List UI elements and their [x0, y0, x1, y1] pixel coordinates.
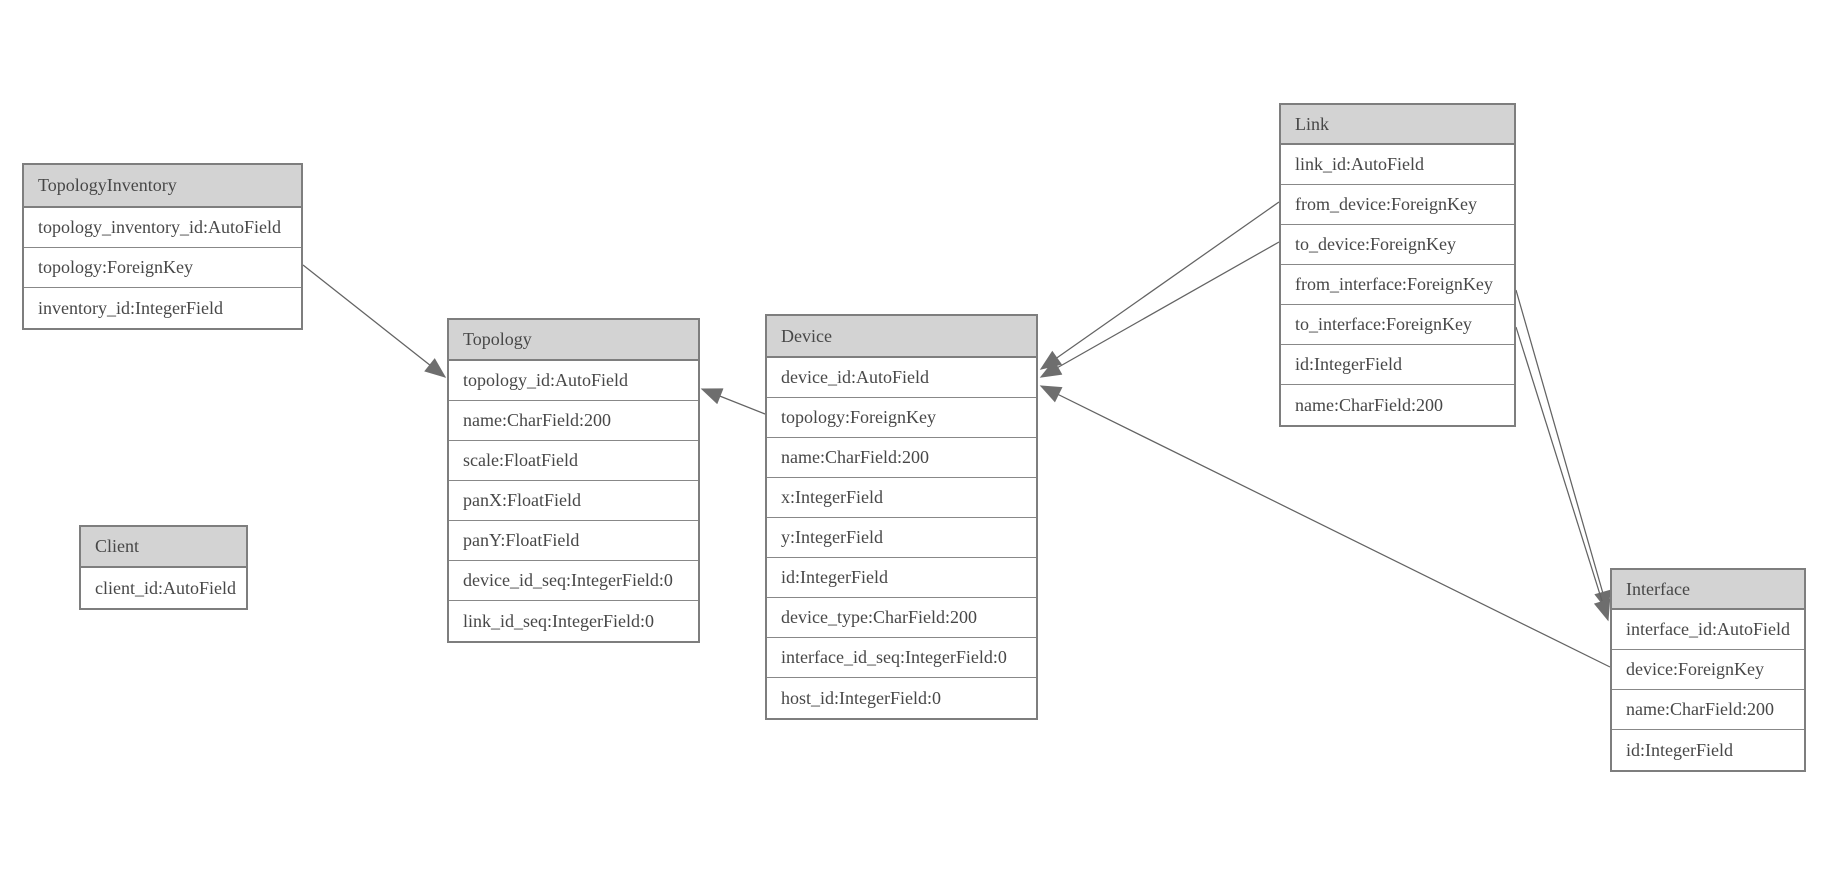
entity-field: interface_id:AutoField — [1612, 610, 1804, 650]
entity-field: x:IntegerField — [767, 478, 1036, 518]
entity-field: to_interface:ForeignKey — [1281, 305, 1514, 345]
relation-interface-device — [1039, 385, 1611, 668]
entity-field: topology:ForeignKey — [767, 398, 1036, 438]
entity-field: topology_inventory_id:AutoField — [24, 208, 301, 248]
entity-field: scale:FloatField — [449, 441, 698, 481]
entity-field: link_id:AutoField — [1281, 145, 1514, 185]
entity-field: from_interface:ForeignKey — [1281, 265, 1514, 305]
entity-field: inventory_id:IntegerField — [24, 288, 301, 328]
entity-field: id:IntegerField — [1612, 730, 1804, 770]
entity-field: panX:FloatField — [449, 481, 698, 521]
entity-field: id:IntegerField — [767, 558, 1036, 598]
entity-field: name:CharField:200 — [1281, 385, 1514, 425]
entity-field: host_id:IntegerField:0 — [767, 678, 1036, 718]
entity-field: name:CharField:200 — [767, 438, 1036, 478]
entity-field: to_device:ForeignKey — [1281, 225, 1514, 265]
entity-field: link_id_seq:IntegerField:0 — [449, 601, 698, 641]
relation-link-from-interface — [1515, 289, 1611, 613]
entity-field: interface_id_seq:IntegerField:0 — [767, 638, 1036, 678]
relation-link-to-interface — [1515, 326, 1611, 622]
entity-title: Device — [767, 316, 1036, 358]
entity-field: topology:ForeignKey — [24, 248, 301, 288]
entity-field: id:IntegerField — [1281, 345, 1514, 385]
relation-link-from-device — [1039, 201, 1280, 370]
entity-title: Client — [81, 527, 246, 568]
entity-field: name:CharField:200 — [449, 401, 698, 441]
entity-title: Topology — [449, 320, 698, 361]
entity-field: from_device:ForeignKey — [1281, 185, 1514, 225]
relation-topologyinventory-topology — [302, 264, 447, 378]
entity-field: y:IntegerField — [767, 518, 1036, 558]
entity-title: Link — [1281, 105, 1514, 145]
entity-field: device_id:AutoField — [767, 358, 1036, 398]
entity-field: device:ForeignKey — [1612, 650, 1804, 690]
entity-field: panY:FloatField — [449, 521, 698, 561]
entity-title: TopologyInventory — [24, 165, 301, 208]
relation-link-to-device — [1039, 241, 1280, 378]
entity-field: device_type:CharField:200 — [767, 598, 1036, 638]
entity-field: client_id:AutoField — [81, 568, 246, 608]
entity-field: name:CharField:200 — [1612, 690, 1804, 730]
entity-title: Interface — [1612, 570, 1804, 610]
relation-device-topology — [700, 388, 766, 415]
entity-field: device_id_seq:IntegerField:0 — [449, 561, 698, 601]
entity-field: topology_id:AutoField — [449, 361, 698, 401]
